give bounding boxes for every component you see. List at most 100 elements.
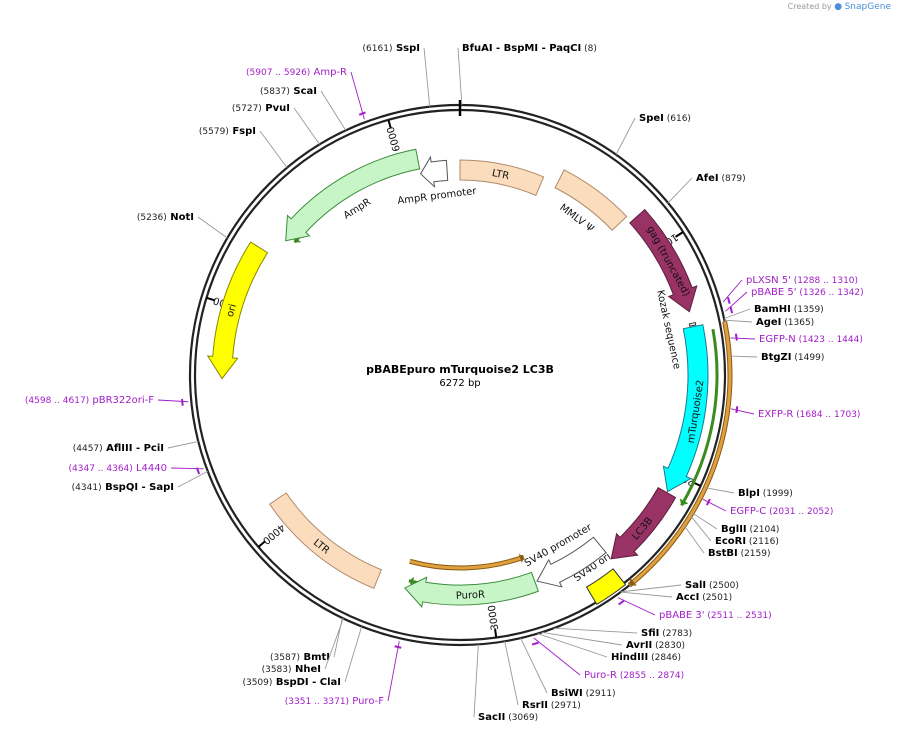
primer-marker: [195, 467, 201, 475]
label-part: (4347 .. 4364): [69, 464, 133, 474]
label-part: (2031 .. 2052): [766, 507, 833, 517]
feature-puror: [404, 571, 539, 608]
site-label-11: BamHI (1359): [754, 304, 824, 315]
label-part: (2846): [648, 653, 681, 663]
label-leader: [723, 308, 751, 320]
label-leader: [520, 637, 548, 694]
label-part: Puro-R: [584, 670, 617, 681]
label-part: - PaqCI: [538, 43, 581, 54]
primer-label-2: (5907 .. 5926) Amp-R: [246, 67, 347, 78]
label-part: AgeI: [756, 317, 781, 328]
primer-marker: [358, 111, 366, 116]
label-part: ScaI: [290, 86, 317, 97]
orf-arrowhead: [629, 577, 637, 586]
label-leader: [705, 487, 735, 494]
label-leader: [615, 117, 636, 155]
label-leader: [387, 641, 400, 702]
label-part: SacII: [478, 712, 505, 723]
site-label-32: (3583) NheI: [262, 664, 321, 675]
label-part: BlpI: [738, 488, 760, 499]
site-label-38: (4341) BspQI - SapI: [72, 482, 174, 493]
label-leader: [473, 644, 479, 718]
primer-label-37: (4347 .. 4364) L4440: [69, 463, 167, 474]
label-leader: [724, 319, 753, 323]
label-part: (5579): [199, 127, 229, 137]
orf-line: [409, 555, 525, 570]
primer-marker: [734, 333, 738, 341]
primer-marker: [705, 498, 711, 506]
site-label-36: (4457) AflIII - PciI: [73, 443, 164, 454]
site-label-33: (3509) BspDI - ClaI: [242, 677, 341, 688]
label-part: EXFP-R: [758, 409, 793, 420]
label-part: (1326 .. 1342): [797, 288, 864, 298]
label-part: (616): [664, 114, 691, 124]
site-label-31: (3587) BmtI: [270, 652, 330, 663]
primer-marker: [181, 398, 184, 406]
label-part: - PciI: [132, 443, 164, 454]
label-part: (2783): [659, 629, 692, 639]
tick-mark: [494, 628, 498, 638]
label-part: pBABE 5': [751, 287, 797, 298]
label-part: AvrII: [626, 640, 652, 651]
site-label-18: BglII (2104): [721, 524, 779, 535]
label-leader: [504, 641, 519, 706]
feature-ltr-2: [268, 492, 383, 589]
primer-marker: [735, 406, 739, 414]
label-part: NotI: [167, 212, 194, 223]
feature-mmlv-psi: [554, 169, 628, 231]
primer-label-13: EGFP-N (1423 .. 1444): [759, 334, 863, 345]
orf-arrowhead: [679, 498, 689, 506]
orf-line: [628, 321, 732, 587]
site-label-1: BfuAI - BspMI - PaqCI (8): [462, 43, 597, 54]
label-leader: [293, 107, 320, 145]
credit-created-by: Created by: [787, 2, 832, 11]
feature-lc3b: [610, 486, 677, 560]
label-part: (3069): [505, 713, 538, 723]
site-label-16: BlpI (1999): [738, 488, 793, 499]
feature-ampr: [285, 148, 421, 242]
site-label-0: (6161) SspI: [363, 43, 420, 54]
label-leader: [620, 584, 682, 593]
primer-label-17: EGFP-C (2031 .. 2052): [730, 506, 833, 517]
label-part: (1288 .. 1310): [791, 276, 858, 286]
site-label-5: (5579) FspI: [199, 126, 256, 137]
site-label-24: SfiI (2783): [641, 628, 692, 639]
label-part: AfeI: [696, 173, 719, 184]
site-label-12: AgeI (1365): [756, 317, 814, 328]
label-part: (2911): [583, 689, 616, 699]
label-leader: [617, 597, 656, 616]
primer-marker: [729, 306, 734, 314]
label-part: (3509): [242, 678, 272, 688]
label-part: BmtI: [300, 652, 330, 663]
label-part: PvuI: [262, 103, 290, 114]
site-label-7: SpeI (616): [639, 113, 691, 124]
label-part: (5907 .. 5926): [246, 68, 310, 78]
label-part: pLXSN 5': [746, 275, 791, 286]
label-part: (2830): [652, 641, 685, 651]
label-leader: [730, 337, 756, 340]
label-part: EGFP-N: [759, 334, 796, 345]
label-leader: [350, 71, 365, 120]
label-part: - BspMI: [493, 43, 539, 54]
primer-marker: [394, 645, 402, 649]
label-part: (1499): [792, 353, 825, 363]
feature-label: AmpR: [342, 197, 373, 222]
label-leader: [197, 216, 228, 239]
label-part: (1365): [781, 318, 814, 328]
label-part: pBR322ori-F: [89, 395, 154, 406]
label-part: (5236): [137, 213, 167, 223]
primer-label-23: pBABE 3' (2511 .. 2531): [659, 610, 772, 621]
label-part: (2855 .. 2874): [617, 671, 684, 681]
label-part: BsiWI: [551, 688, 583, 699]
feature-label: ori: [225, 303, 239, 319]
label-part: BspQI: [102, 482, 138, 493]
label-part: (2971): [548, 701, 581, 711]
label-part: pBABE 3': [659, 610, 705, 621]
primer-label-10: pBABE 5' (1326 .. 1342): [751, 287, 864, 298]
label-part: (2511 .. 2531): [705, 611, 772, 621]
site-label-21: SalI (2500): [685, 580, 739, 591]
primer-label-9: pLXSN 5' (1288 .. 1310): [746, 275, 858, 286]
label-part: (5837): [260, 87, 290, 97]
label-part: HindIII: [611, 652, 648, 663]
